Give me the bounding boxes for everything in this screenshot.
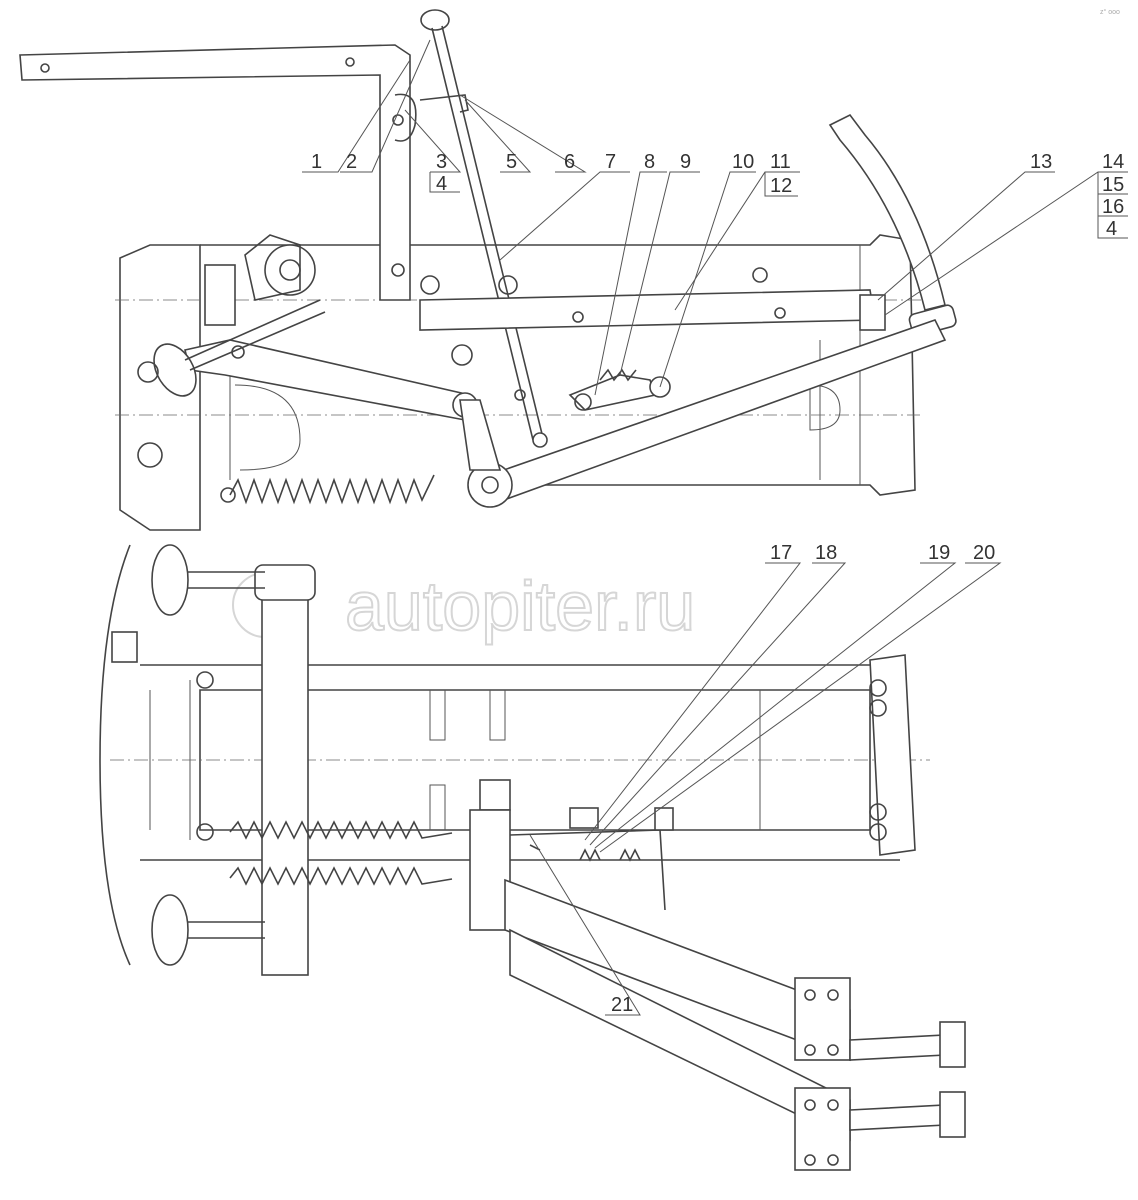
callout-3: 3 [436, 151, 447, 173]
pedal [828, 113, 946, 311]
callout-13: 13 [1030, 151, 1052, 173]
callout-21: 21 [611, 994, 633, 1016]
callout-20: 20 [973, 542, 995, 564]
callout-4: 4 [436, 173, 447, 195]
return-spring [229, 474, 435, 505]
spring-upper [229, 820, 453, 840]
callout-17: 17 [770, 542, 792, 564]
watermark: autopiter.ru [232, 566, 696, 646]
corner-mark: z° ooo [1100, 8, 1120, 16]
callout-19: 19 [928, 542, 950, 564]
callout-8: 8 [644, 151, 655, 173]
release-arm [184, 339, 471, 421]
control-rod [431, 25, 544, 441]
callout-1: 1 [311, 151, 322, 173]
callout-18: 18 [815, 542, 837, 564]
callout-16: 16 [1102, 196, 1124, 218]
diagonal-link [473, 319, 947, 506]
spring-lower [229, 866, 453, 886]
callout-14: 14 [1102, 151, 1124, 173]
watermark-text: autopiter.ru [345, 567, 695, 645]
mount-disc [151, 544, 189, 616]
callout-2: 2 [346, 151, 357, 173]
callout-11: 11 [770, 151, 791, 173]
callout-15: 15 [1102, 174, 1124, 196]
pedal-pad-lower [794, 1087, 851, 1171]
callout-6: 6 [564, 151, 575, 173]
callout-7: 7 [605, 151, 616, 173]
frame-body [200, 234, 916, 496]
callout-9: 9 [680, 151, 691, 173]
gearbox-housing [119, 244, 201, 531]
mount-disc [151, 894, 189, 966]
control-lever [19, 44, 411, 301]
leader-lines-upper [302, 39, 1128, 396]
pedal-pad-upper [794, 977, 851, 1061]
knob [420, 9, 450, 31]
beam [419, 289, 876, 331]
callout-labels-lower: 17 18 19 20 21 [611, 542, 995, 1016]
lower-view: 17 18 19 20 21 [99, 542, 1002, 1171]
leader-lines-lower [529, 562, 1002, 1016]
callout-4b: 4 [1106, 218, 1117, 240]
callout-12: 12 [770, 175, 792, 197]
callout-labels-upper: 1 2 3 4 5 6 7 8 9 10 11 12 13 14 15 16 4 [311, 151, 1124, 240]
upper-view: 1 2 3 4 5 6 7 8 9 10 11 12 13 14 15 16 4 [19, 9, 1128, 531]
callout-10: 10 [732, 151, 754, 173]
callout-5: 5 [506, 151, 517, 173]
cross-shaft [261, 579, 309, 976]
